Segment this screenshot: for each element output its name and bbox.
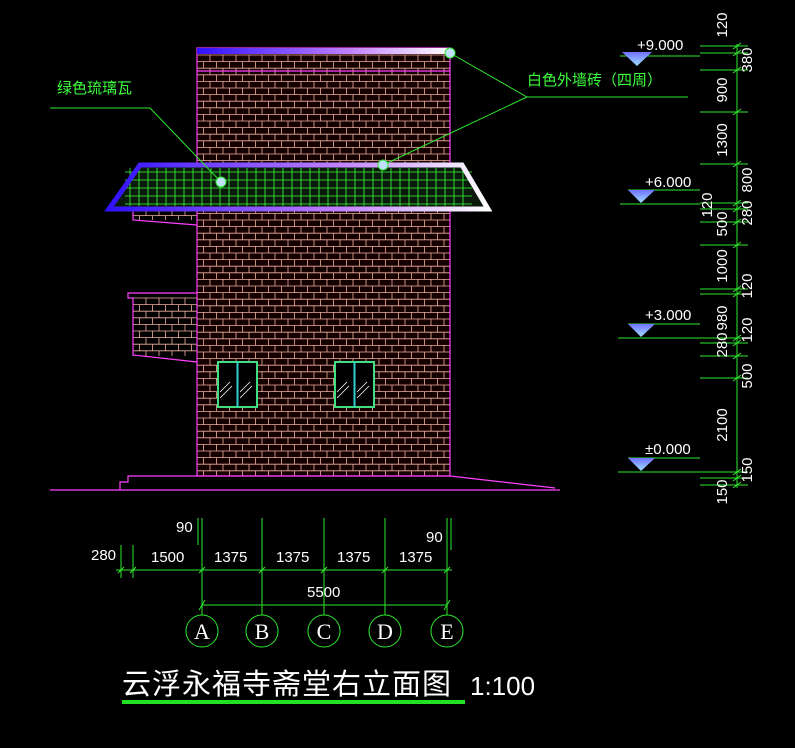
dim-90-right: 90 — [426, 529, 443, 546]
svg-text:+9.000: +9.000 — [637, 37, 683, 54]
dim-1375-2: 1375 — [276, 549, 309, 566]
dim-280: 280 — [91, 547, 116, 564]
vertical-dim-label: 280 — [739, 200, 756, 225]
vertical-dim-label: 800 — [739, 167, 756, 192]
leader-dot — [377, 159, 389, 171]
leader-dot — [215, 176, 227, 188]
drawing-scale: 1:100 — [470, 671, 535, 701]
building-elevation — [50, 47, 560, 491]
drawing-title: 云浮永福寺斋堂右立面图 — [122, 667, 452, 701]
vertical-dim-label: 120 — [739, 317, 756, 342]
roof-tile-label: 绿色琉璃瓦 — [57, 79, 132, 97]
elevation-marker-3000: +3.000 — [618, 307, 700, 339]
brick-hatch-annex — [132, 208, 197, 356]
annotations: 绿色琉璃瓦 白色外墙砖（四周） — [50, 47, 688, 188]
svg-text:+6.000: +6.000 — [645, 174, 691, 191]
vertical-dimension-chain: 1209001300120500100098028021001503808002… — [699, 12, 756, 504]
horizontal-dimension-chain: 280 1500 1375 1375 1375 1375 90 90 5500 — [91, 518, 452, 615]
vertical-dim-label: 150 — [714, 479, 731, 504]
elevation-marker-6000: +6.000 — [620, 174, 700, 205]
vertical-dim-label: 150 — [739, 457, 756, 482]
axis-bubble-E: E — [430, 578, 464, 648]
svg-text:C: C — [317, 619, 332, 644]
elevation-marker-0000: ±0.000 — [618, 441, 700, 473]
eave-underside — [132, 208, 198, 226]
leader-dot — [444, 47, 456, 59]
dim-90-left: 90 — [176, 519, 193, 536]
roof-fascia — [104, 162, 493, 212]
vertical-dim-label: 2100 — [714, 408, 731, 441]
dim-1375-3: 1375 — [337, 549, 370, 566]
axis-bubble-A: A — [185, 578, 219, 648]
dim-1375-4: 1375 — [399, 549, 432, 566]
vertical-dim-label: 120 — [739, 273, 756, 298]
svg-text:A: A — [194, 619, 210, 644]
axis-bubble-D: D — [368, 578, 402, 648]
vertical-dim-label: 500 — [714, 211, 731, 236]
wall-tile-leader — [382, 52, 688, 166]
vertical-dim-label: 1000 — [714, 249, 731, 282]
vertical-dim-label: 120 — [714, 12, 731, 37]
annex-outline — [127, 292, 198, 363]
elevation-marker-9000: +9.000 — [620, 37, 700, 66]
vertical-dim-label: 120 — [699, 192, 716, 217]
svg-text:+3.000: +3.000 — [645, 307, 691, 324]
svg-text:±0.000: ±0.000 — [645, 441, 691, 458]
wall-tile-label: 白色外墙砖（四周） — [527, 71, 662, 89]
roof-eave — [109, 165, 488, 209]
axis-bubbles: A B C D E — [185, 578, 464, 648]
roof-tile-leader — [50, 107, 222, 183]
dim-1500: 1500 — [151, 549, 184, 566]
vertical-dim-label: 980 — [714, 305, 731, 330]
svg-text:D: D — [377, 619, 393, 644]
vertical-dim-label: 900 — [714, 77, 731, 102]
svg-text:B: B — [255, 619, 270, 644]
parapet-band — [197, 48, 450, 54]
vertical-dim-label: 1300 — [714, 123, 731, 156]
elevation-markers: +9.000 +6.000 +3.000 ±0.000 — [618, 37, 700, 473]
dim-1375-1: 1375 — [214, 549, 247, 566]
vertical-dim-label: 380 — [739, 47, 756, 72]
vertical-dim-label: 280 — [714, 332, 731, 357]
plinth — [119, 475, 556, 490]
vertical-dim-label: 500 — [739, 363, 756, 388]
window-1 — [217, 361, 258, 408]
axis-bubble-B: B — [245, 578, 279, 648]
window-2 — [334, 361, 375, 408]
axis-bubble-C: C — [307, 578, 341, 648]
svg-text:E: E — [440, 619, 453, 644]
roof-tiles — [125, 168, 472, 206]
